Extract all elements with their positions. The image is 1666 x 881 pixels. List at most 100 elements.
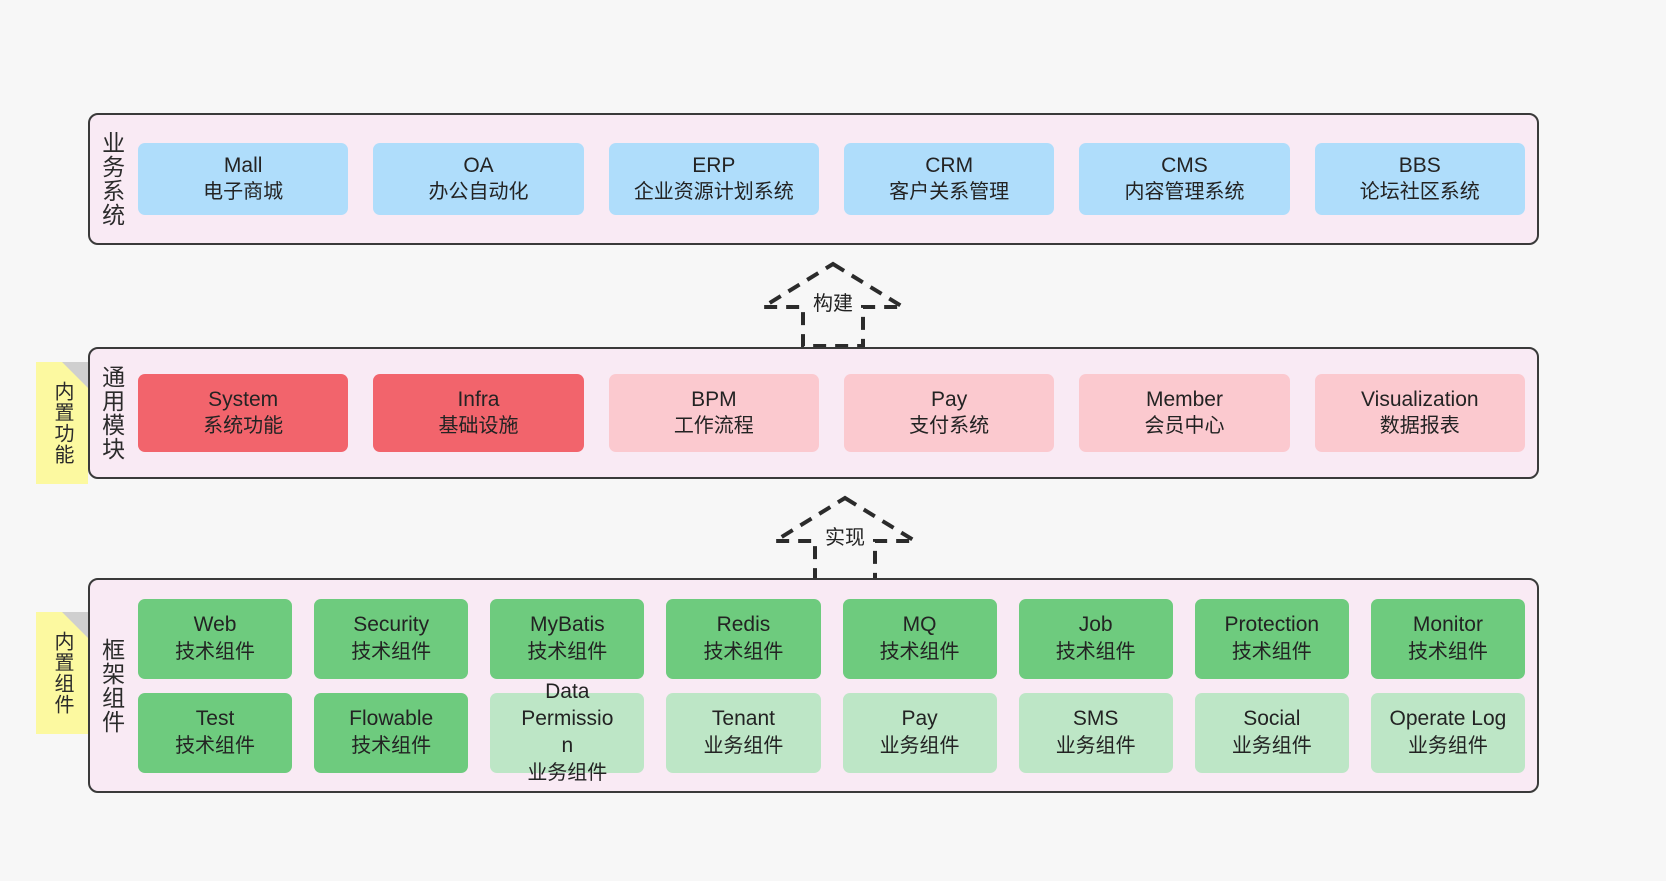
node-title: Monitor [1412, 613, 1483, 637]
node-data-permission[interactable]: Data Permission 业务组件 [490, 680, 645, 784]
node-oa[interactable]: OA 办公自动化 [373, 143, 584, 215]
folded-corner-icon [62, 362, 88, 388]
node-subtitle: 基础设施 [438, 415, 519, 438]
node-title: ERP [692, 153, 736, 177]
node-subtitle: 技术组件 [1407, 640, 1488, 663]
node-erp[interactable]: ERP 企业资源计划系统 [608, 143, 819, 215]
node-subtitle: 技术组件 [1055, 640, 1136, 663]
node-mall[interactable]: Mall 电子商城 [138, 143, 349, 215]
node-pay-module[interactable]: Pay 支付系统 [843, 374, 1055, 452]
node-flowable[interactable]: Flowable 技术组件 [314, 692, 469, 773]
layer-business-system: 业务系统 Mall 电子商城 OA 办公自动化 ERP 企业资源计划系统 CRM… [88, 113, 1539, 245]
node-bpm[interactable]: BPM 工作流程 [608, 374, 819, 452]
node-subtitle: 技术组件 [703, 640, 784, 663]
node-social[interactable]: Social 业务组件 [1194, 692, 1349, 773]
layer-body-business-system: Mall 电子商城 OA 办公自动化 ERP 企业资源计划系统 CRM 客户关系… [132, 115, 1537, 243]
node-row: Mall 电子商城 OA 办公自动化 ERP 企业资源计划系统 CRM 客户关系… [138, 143, 1525, 215]
node-subtitle: 数据报表 [1379, 415, 1460, 438]
node-title: CRM [925, 153, 974, 177]
node-row: Web 技术组件 Security 技术组件 MyBatis 技术组件 Redi… [138, 598, 1525, 679]
connector-implement: 实现 [769, 492, 921, 582]
node-title: Member [1145, 387, 1223, 411]
node-title: Data Permission [521, 680, 614, 757]
node-job[interactable]: Job 技术组件 [1018, 598, 1173, 679]
note-builtin-components[interactable]: 内置组件 [36, 612, 88, 734]
node-subtitle: 内容管理系统 [1124, 181, 1245, 204]
layer-title-core-module: 通用模块 [98, 365, 125, 461]
node-title: BPM [691, 387, 737, 411]
node-bbs[interactable]: BBS 论坛社区系统 [1314, 143, 1525, 215]
connector-label-build: 构建 [813, 293, 853, 315]
note-builtin-features[interactable]: 内置功能 [36, 362, 88, 484]
node-title: Infra [457, 387, 500, 411]
node-subtitle: 业务组件 [1231, 734, 1312, 757]
node-title: Protection [1224, 613, 1320, 637]
node-subtitle: 技术组件 [879, 640, 960, 663]
node-subtitle: 系统功能 [203, 415, 284, 438]
node-title: Operate Log [1389, 707, 1507, 731]
layer-body-core-module: System 系统功能 Infra 基础设施 BPM 工作流程 Pay 支付系统… [132, 349, 1537, 477]
node-sms[interactable]: SMS 业务组件 [1018, 692, 1173, 773]
node-title: System [208, 387, 279, 411]
node-title: Flowable [349, 707, 434, 731]
note-text: 内置组件 [51, 631, 73, 715]
node-subtitle: 技术组件 [1231, 640, 1312, 663]
node-title: Social [1243, 707, 1301, 731]
connector-label-implement: 实现 [825, 527, 865, 549]
node-title: Job [1078, 613, 1113, 637]
node-title: BBS [1398, 153, 1441, 177]
node-subtitle: 技术组件 [175, 734, 256, 757]
node-subtitle: 办公自动化 [428, 181, 529, 204]
node-title: Pay [931, 387, 968, 411]
node-subtitle: 客户关系管理 [889, 181, 1010, 204]
node-infra[interactable]: Infra 基础设施 [373, 374, 584, 452]
node-security[interactable]: Security 技术组件 [314, 598, 469, 679]
node-subtitle: 技术组件 [351, 640, 432, 663]
node-subtitle: 工作流程 [673, 415, 754, 438]
node-tenant[interactable]: Tenant 业务组件 [666, 692, 821, 773]
node-title: Redis [716, 613, 771, 637]
node-title: Tenant [711, 707, 775, 731]
node-title: Test [195, 707, 235, 731]
node-test[interactable]: Test 技术组件 [138, 692, 293, 773]
node-system[interactable]: System 系统功能 [138, 374, 349, 452]
node-subtitle: 业务组件 [1055, 734, 1136, 757]
node-title: Pay [901, 707, 938, 731]
node-subtitle: 业务组件 [1407, 734, 1488, 757]
node-visualization[interactable]: Visualization 数据报表 [1314, 374, 1525, 452]
node-mybatis[interactable]: MyBatis 技术组件 [490, 598, 645, 679]
node-subtitle: 企业资源计划系统 [633, 181, 794, 204]
note-text: 内置功能 [51, 381, 73, 465]
node-title: CMS [1161, 153, 1208, 177]
node-protection[interactable]: Protection 技术组件 [1194, 598, 1349, 679]
node-monitor[interactable]: Monitor 技术组件 [1370, 598, 1525, 679]
node-pay-component[interactable]: Pay 业务组件 [842, 692, 997, 773]
node-title: MyBatis [529, 613, 605, 637]
node-operate-log[interactable]: Operate Log 业务组件 [1370, 692, 1525, 773]
node-subtitle: 电子商城 [203, 181, 284, 204]
node-title: Web [193, 613, 237, 637]
connector-build: 构建 [757, 258, 909, 348]
node-web[interactable]: Web 技术组件 [138, 598, 293, 679]
layer-core-module: 通用模块 System 系统功能 Infra 基础设施 BPM 工作流程 Pay… [88, 347, 1539, 479]
node-member[interactable]: Member 会员中心 [1079, 374, 1290, 452]
node-title: Mall [223, 153, 263, 177]
node-subtitle: 业务组件 [527, 761, 608, 784]
folded-corner-icon [62, 612, 88, 638]
node-subtitle: 会员中心 [1144, 415, 1225, 438]
node-crm[interactable]: CRM 客户关系管理 [843, 143, 1055, 215]
node-subtitle: 技术组件 [527, 640, 608, 663]
layer-body-framework-component: Web 技术组件 Security 技术组件 MyBatis 技术组件 Redi… [132, 580, 1537, 791]
node-subtitle: 技术组件 [351, 734, 432, 757]
node-cms[interactable]: CMS 内容管理系统 [1079, 143, 1290, 215]
generalization-arrow-icon [757, 261, 909, 348]
node-title: OA [463, 153, 494, 177]
layer-title-framework-component: 框架组件 [98, 637, 125, 734]
node-title: Visualization [1361, 387, 1479, 411]
node-title: SMS [1072, 707, 1119, 731]
node-subtitle: 业务组件 [703, 734, 784, 757]
generalization-arrow-icon [769, 495, 921, 582]
node-mq[interactable]: MQ 技术组件 [842, 598, 997, 679]
node-redis[interactable]: Redis 技术组件 [666, 598, 821, 679]
